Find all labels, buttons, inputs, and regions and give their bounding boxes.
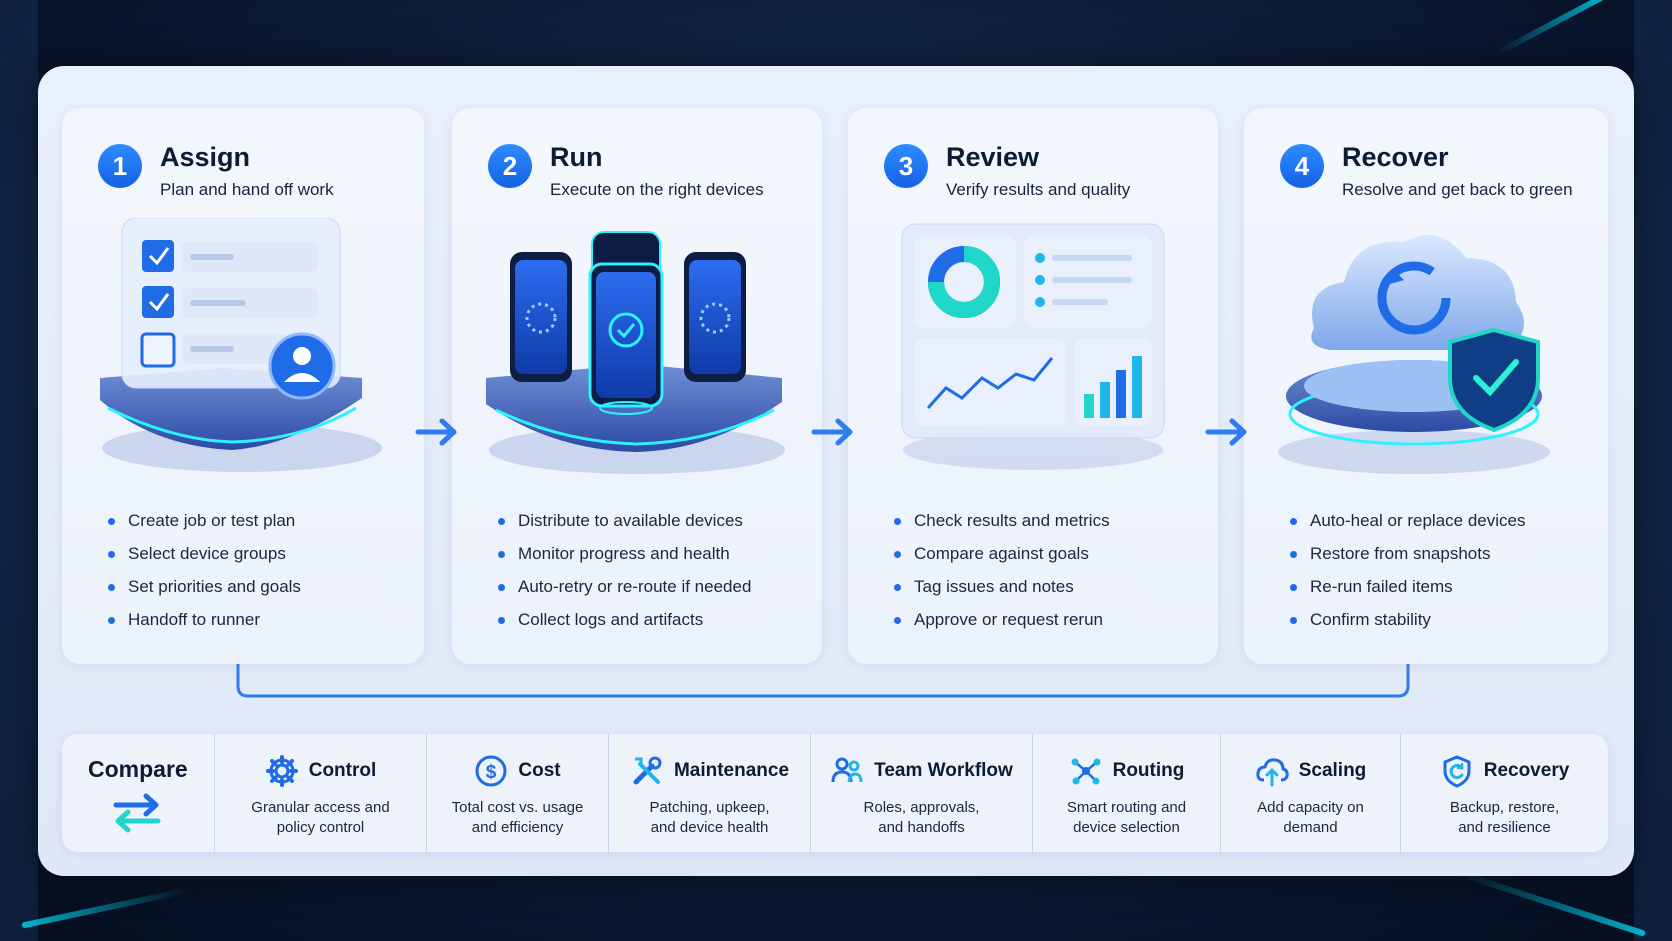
list-item: Compare against goals (894, 543, 1110, 576)
step-subtitle: Resolve and get back to green (1342, 180, 1573, 199)
list-item: Monitor progress and health (498, 543, 751, 576)
step-number-badge: 3 (884, 144, 928, 188)
step-bullet-list: Check results and metrics Compare agains… (894, 510, 1110, 642)
dashboard-illustration (901, 223, 1165, 470)
compare-item-routing: Routing Smart routing and device selecti… (1032, 734, 1220, 852)
step-title: Review (946, 142, 1040, 172)
compare-item-description: Total cost vs. usage and efficiency (427, 798, 608, 838)
step-bullet-list: Create job or test plan Select device gr… (108, 510, 301, 642)
arrow-right-icon (811, 418, 853, 446)
background-light-streak (21, 887, 189, 929)
step-subtitle: Verify results and quality (946, 180, 1131, 199)
compare-item-team-workflow: Team Workflow Roles, approvals, and hand… (810, 734, 1032, 852)
step-card-recover: 4 Recover Resolve and get back to green … (1244, 108, 1608, 664)
compare-label: Compare (88, 756, 188, 782)
compare-item-recovery: Recovery Backup, restore, and resilience (1400, 734, 1608, 852)
compare-item-name: Routing (1112, 760, 1185, 781)
list-item: Create job or test plan (108, 510, 301, 543)
step-number-badge: 4 (1280, 144, 1324, 188)
step-bullet-list: Auto-heal or replace devices Restore fro… (1290, 510, 1525, 642)
step-card-review: 3 Review Verify results and quality Ch (848, 108, 1218, 664)
description-line: and handoffs (878, 819, 965, 836)
compare-item-maintenance: Maintenance Patching, upkeep, and device… (608, 734, 810, 852)
compare-item-name: Recovery (1483, 760, 1570, 781)
list-item: Auto-retry or re-route if needed (498, 576, 751, 609)
step-subtitle: Plan and hand off work (160, 180, 334, 199)
arrow-right-icon (415, 418, 457, 446)
step-card-assign: 1 Assign Plan and hand off work (62, 108, 424, 664)
background-server-rack-right (1634, 0, 1672, 941)
list-item: Re-run failed items (1290, 576, 1525, 609)
compare-bar: Compare Control Granular access and poli… (62, 734, 1608, 852)
description-line: Patching, upkeep, (649, 799, 770, 816)
compare-item-name: Cost (518, 760, 561, 781)
background-server-rack-left (0, 0, 38, 941)
compare-item-name: Team Workflow (874, 760, 1013, 781)
list-item: Approve or request rerun (894, 609, 1110, 642)
description-line: and resilience (1458, 819, 1551, 836)
cloud-upload-icon (1256, 758, 1289, 787)
compare-item-control: Control Granular access and policy contr… (214, 734, 426, 852)
devices-platform-illustration (486, 231, 785, 474)
list-item: Check results and metrics (894, 510, 1110, 543)
description-line: and device health (650, 819, 769, 836)
dollar-icon: $ (475, 755, 507, 787)
description-line: and efficiency (471, 819, 564, 836)
compare-item-name: Control (308, 760, 377, 781)
step-subtitle: Execute on the right devices (550, 180, 764, 199)
description-line: Backup, restore, (1449, 799, 1560, 816)
background-light-streak (1495, 0, 1605, 56)
description-line: Add capacity on (1257, 799, 1364, 816)
shield-refresh-icon (1443, 755, 1471, 788)
workflow-board: 1 Assign Plan and hand off work (38, 66, 1634, 876)
swap-arrows-icon (113, 793, 161, 833)
arrow-right-icon (1205, 418, 1247, 446)
svg-text:$: $ (486, 762, 497, 783)
step-title: Run (550, 142, 603, 172)
gear-icon (265, 755, 298, 787)
list-item: Select device groups (108, 543, 301, 576)
compare-item-name: Scaling (1298, 760, 1367, 781)
description-line: Smart routing and (1066, 799, 1187, 816)
list-item: Distribute to available devices (498, 510, 751, 543)
compare-item-description: Patching, upkeep, and device health (609, 798, 810, 838)
compare-item-cost: $ Cost Total cost vs. usage and efficien… (426, 734, 608, 852)
list-item: Set priorities and goals (108, 576, 301, 609)
network-icon (1071, 758, 1101, 785)
step-number-badge: 2 (488, 144, 532, 188)
step-bullet-list: Distribute to available devices Monitor … (498, 510, 751, 642)
list-item: Handoff to runner (108, 609, 301, 642)
description-line: Roles, approvals, (863, 799, 980, 816)
tools-icon (633, 756, 662, 785)
cloud-shield-illustration (1278, 234, 1550, 474)
list-item: Auto-heal or replace devices (1290, 510, 1525, 543)
list-item: Collect logs and artifacts (498, 609, 751, 642)
compare-item-description: Roles, approvals, and handoffs (811, 798, 1032, 838)
description-line: Granular access and (251, 799, 390, 816)
team-icon (831, 757, 863, 783)
list-item: Confirm stability (1290, 609, 1525, 642)
list-item: Restore from snapshots (1290, 543, 1525, 576)
list-item: Tag issues and notes (894, 576, 1110, 609)
background-light-streak (1453, 869, 1647, 937)
step-title: Recover (1342, 142, 1449, 172)
description-line: policy control (276, 819, 365, 836)
compare-item-description: Smart routing and device selection (1033, 798, 1220, 838)
compare-item-name: Maintenance (673, 760, 790, 781)
step-card-run: 2 Run Execute on the right devices (452, 108, 822, 664)
compare-item-scaling: Scaling Add capacity on demand (1220, 734, 1400, 852)
compare-item-description: Granular access and policy control (215, 798, 426, 838)
compare-item-description: Backup, restore, and resilience (1401, 798, 1608, 838)
description-line: Total cost vs. usage (451, 799, 584, 816)
step-title: Assign (160, 142, 251, 172)
description-line: device selection (1073, 819, 1180, 836)
description-line: demand (1283, 819, 1338, 836)
step-number-badge: 1 (98, 144, 142, 188)
checklist-platform-illustration (100, 218, 382, 472)
compare-item-description: Add capacity on demand (1221, 798, 1400, 838)
